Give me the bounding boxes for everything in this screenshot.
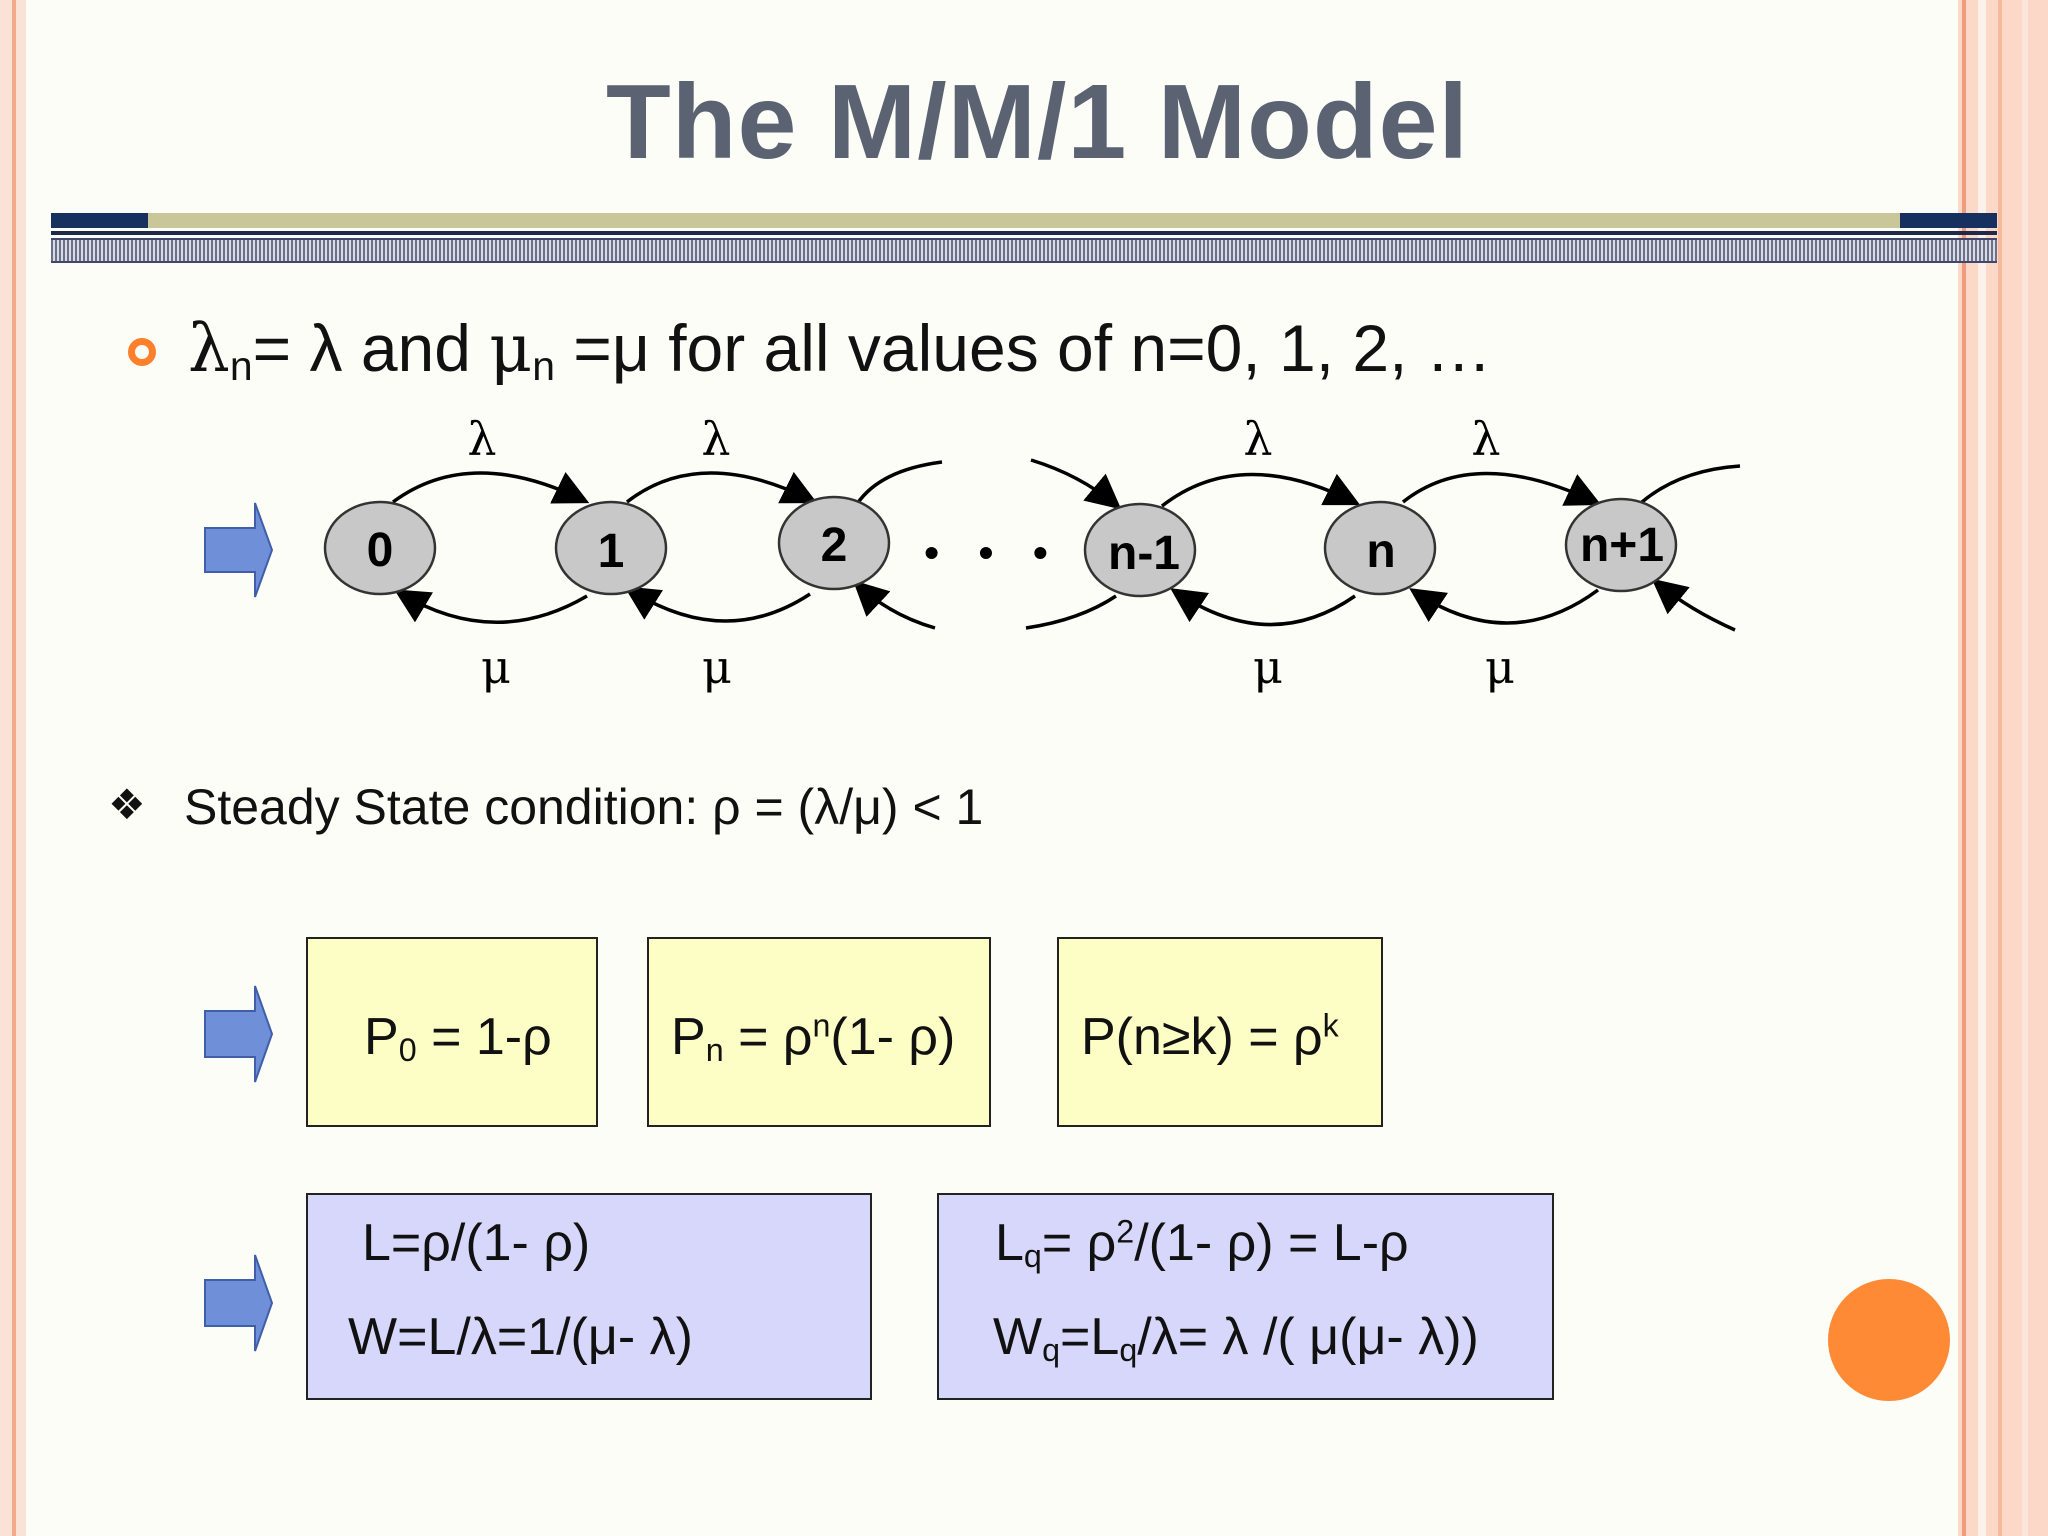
state-node-0 [323, 500, 437, 596]
service-arc-n-n1 [1170, 588, 1356, 627]
pn-subscript: n [705, 1032, 724, 1069]
arrival-label-n: λ [1471, 412, 1500, 466]
state-node-n [1323, 500, 1437, 596]
pk-lhs: P(n≥k) = ρ [1081, 1008, 1323, 1066]
service-label-0: μ [481, 640, 511, 694]
state-label-n-1: n-1 [1108, 527, 1180, 580]
title-rule-right-cap [1900, 213, 1997, 228]
pn-box: Pn = ρn(1- ρ) [647, 937, 991, 1127]
left-border-line [12, 0, 16, 1536]
rates-bullet-text: λn= λ and μn =μ for all values of n=0, 1… [188, 310, 1492, 390]
p0-formula: P0 = 1-ρ [364, 1007, 552, 1069]
Lq-subscript: q [1023, 1238, 1042, 1275]
probabilities-arrow-icon [204, 985, 274, 1083]
service-arc-1-0 [393, 589, 588, 624]
title-rule-left-cap [51, 213, 148, 228]
pk-superscript: k [1322, 1007, 1339, 1044]
lambda-equation: = λ and [252, 311, 490, 385]
state-node-n-1 [1083, 502, 1197, 598]
service-arc-n2-n [1409, 588, 1600, 625]
Lq-rhs: /(1- ρ) = L-ρ [1134, 1214, 1409, 1272]
Wq-lhs: W [993, 1308, 1043, 1366]
state-label-0: 0 [367, 524, 394, 577]
arrival-arc-in-n1 [1030, 458, 1122, 510]
diagram-ellipsis: • • • [924, 529, 1061, 576]
arrival-arc-0-1 [391, 471, 590, 504]
service-label-1: μ [702, 640, 732, 694]
arrival-arc-n2-out [1640, 464, 1741, 504]
p0-rhs: = 1-ρ [416, 1008, 552, 1066]
arrival-label-1: λ [701, 412, 730, 466]
p0-subscript: 0 [398, 1032, 417, 1069]
p0-box: P0 = 1-ρ [306, 937, 598, 1127]
Wq-L: =L [1060, 1308, 1120, 1366]
service-label-n: μ [1485, 640, 1515, 694]
Wq-formula: Wq=Lq/λ= λ /( μ(μ- λ)) [993, 1307, 1479, 1369]
bullet-ring-icon [128, 338, 156, 366]
state-label-1: 1 [598, 525, 625, 578]
Wq-Lq-subscript: q [1119, 1332, 1138, 1369]
right-border-line-2 [1978, 0, 1986, 1536]
W-formula: W=L/λ=1/(μ- λ) [348, 1308, 693, 1366]
service-arc-in-n2 [1651, 578, 1736, 632]
pn-mid: = ρ [723, 1008, 813, 1066]
mu-equation: =μ for all values of n=0, 1, 2, … [554, 311, 1492, 385]
service-arc-in-2 [852, 580, 936, 630]
input-arrow-icon [204, 502, 274, 598]
system-measures-box: L=ρ/(1- ρ) W=L/λ=1/(μ- λ) [306, 1193, 872, 1400]
arrival-label-n-1: λ [1243, 412, 1272, 466]
service-arc-n1-out [1025, 594, 1117, 630]
mu-symbol: μ [489, 310, 533, 387]
mu-subscript: n [532, 343, 555, 389]
pn-superscript: n [812, 1007, 831, 1044]
arrival-arc-2-out [855, 460, 943, 505]
pk-formula: P(n≥k) = ρk [1081, 1007, 1339, 1067]
title-rule-hatch [51, 238, 1997, 263]
title-rule-line [51, 231, 1997, 235]
right-border-line-4 [2022, 0, 2028, 1536]
right-border-line-3 [1998, 0, 2002, 1536]
state-node-1 [554, 500, 668, 596]
queue-measures-box: Lq= ρ2/(1- ρ) = L-ρ Wq=Lq/λ= λ /( μ(μ- λ… [937, 1193, 1554, 1400]
pn-rhs: (1- ρ) [830, 1008, 956, 1066]
measures-arrow-icon [204, 1254, 274, 1352]
Lq-superscript: 2 [1116, 1213, 1135, 1250]
state-node-2 [777, 495, 891, 591]
state-node-n+1 [1564, 497, 1678, 593]
arrival-arc-n1-n [1160, 472, 1361, 508]
arrival-label-0: λ [467, 412, 496, 466]
decorative-orange-circle [1828, 1279, 1950, 1401]
right-border-line-1 [1962, 0, 1966, 1536]
title-rule-bar [51, 213, 1997, 228]
Lq-lhs: L [995, 1214, 1024, 1272]
lambda-subscript: n [229, 343, 253, 389]
arrival-arc-n-n2 [1401, 471, 1602, 506]
steady-state-text: Steady State condition: ρ = (λ/μ) < 1 [184, 779, 984, 835]
state-label-n+1: n+1 [1580, 519, 1664, 572]
Lq-rho: = ρ [1041, 1214, 1117, 1272]
pk-box: P(n≥k) = ρk [1057, 937, 1383, 1127]
pn-formula: Pn = ρn(1- ρ) [671, 1007, 955, 1069]
state-label-2: 2 [821, 519, 848, 572]
Lq-formula: Lq= ρ2/(1- ρ) = L-ρ [995, 1213, 1409, 1275]
Wq-rhs: /λ= λ /( μ(μ- λ)) [1137, 1308, 1479, 1366]
arrival-arc-1-2 [625, 471, 818, 504]
service-label-n-1: μ [1253, 640, 1283, 694]
lambda-symbol: λ [188, 310, 230, 387]
pn-lhs: P [671, 1008, 706, 1066]
slide-title: The M/M/1 Model [606, 63, 1469, 181]
p0-lhs: P [364, 1008, 399, 1066]
diamond-bullet-icon: ❖ [108, 781, 146, 828]
Wq-subscript: q [1042, 1332, 1061, 1369]
service-arc-2-1 [624, 586, 811, 623]
state-label-n: n [1366, 525, 1395, 578]
L-formula: L=ρ/(1- ρ) [362, 1214, 591, 1272]
